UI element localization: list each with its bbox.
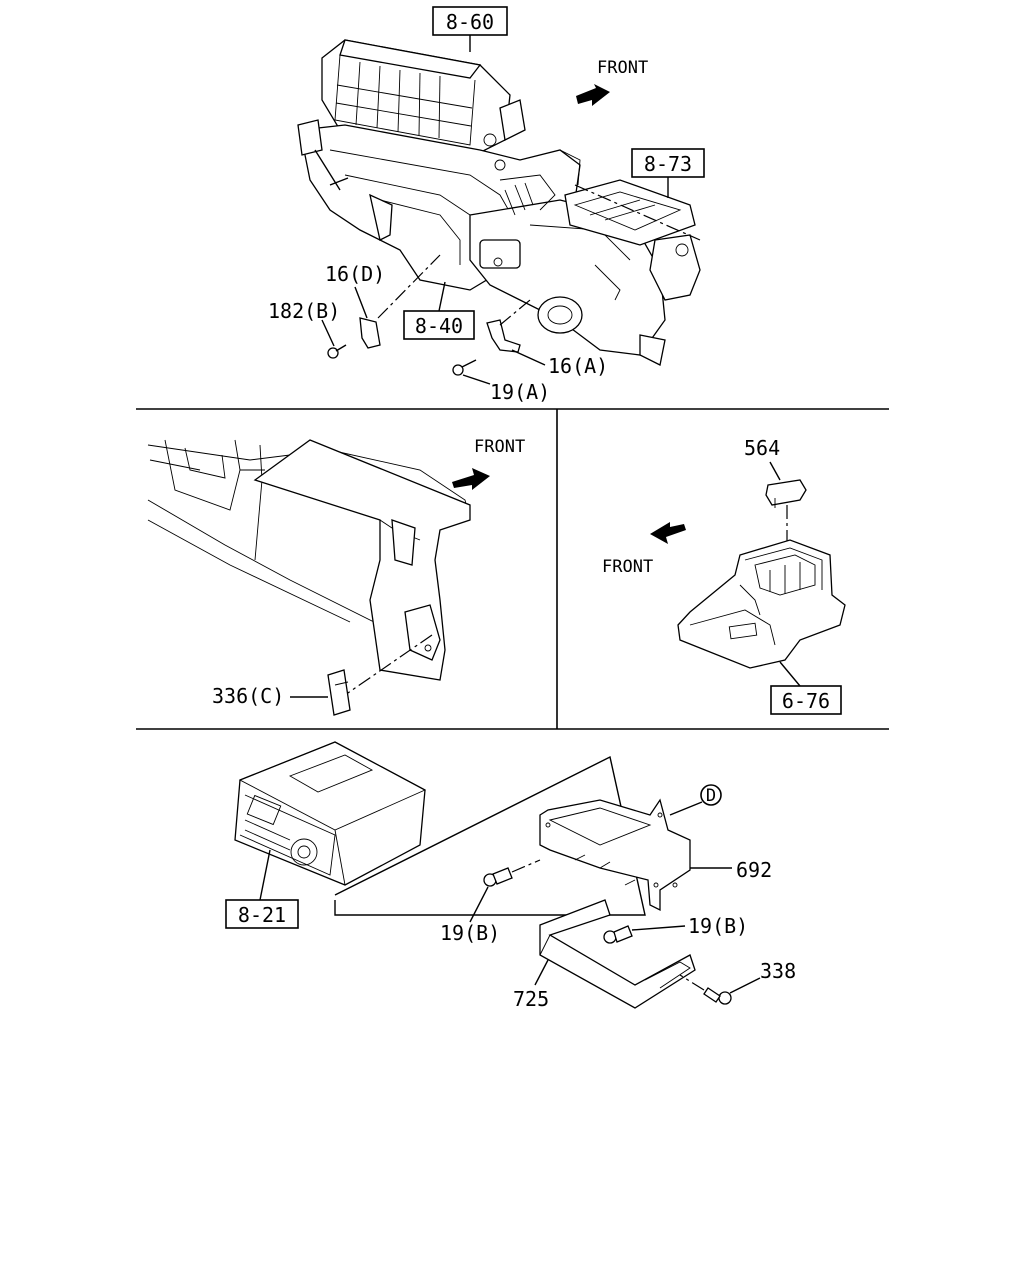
part-label-338: 338 (760, 959, 796, 983)
front-indicator-mid-left: FRONT (452, 437, 525, 490)
callout-16d: 16(D) (325, 262, 385, 319)
ref-label-8-21: 8-21 (238, 903, 286, 927)
part-bracket-336c (327, 669, 351, 716)
callout-16a: 16(A) (511, 349, 608, 378)
assembly-outline (334, 755, 646, 916)
dash-panel-drawing (147, 439, 471, 696)
part-cap-564 (765, 479, 807, 565)
part-label-16a: 16(A) (548, 354, 608, 378)
part-label-circle-d: D (706, 786, 716, 806)
front-arrow-mid-right-icon (650, 522, 686, 544)
screw-19b-right-icon (603, 925, 633, 944)
ref-box-6-76: 6-76 (770, 661, 842, 715)
callout-336c: 336(C) (212, 684, 328, 708)
front-indicator-mid-right: FRONT (602, 522, 686, 577)
ref-box-8-73: 8-73 (631, 148, 705, 198)
screw-19b-left-icon (483, 859, 541, 887)
callout-725: 725 (513, 959, 549, 1011)
front-label-mid-right: FRONT (602, 557, 653, 577)
ref-label-8-40: 8-40 (415, 314, 463, 338)
console-drawing (677, 539, 846, 669)
ref-box-8-60: 8-60 (432, 6, 508, 52)
part-label-336c: 336(C) (212, 684, 284, 708)
screw-182b-icon (327, 344, 347, 359)
tray-725-drawing (539, 899, 696, 1009)
callout-692: 692 (690, 858, 772, 882)
front-arrow-mid-left-icon (452, 468, 490, 490)
front-label-top: FRONT (597, 58, 648, 78)
ref-box-8-21: 8-21 (225, 849, 299, 929)
callout-564: 564 (744, 436, 781, 481)
circle-d-icon (700, 784, 722, 806)
bracket-692-drawing (539, 798, 691, 912)
callout-19a: 19(A) (452, 359, 550, 404)
callout-182b: 182(B) (268, 299, 347, 359)
ref-label-8-60: 8-60 (446, 10, 494, 34)
ref-label-6-76: 6-76 (782, 689, 830, 713)
hvac-assembly-drawing (297, 39, 701, 366)
screw-19a-icon (452, 359, 477, 376)
part-bracket-16d (359, 254, 441, 349)
callout-19b-left: 19(B) (440, 886, 500, 945)
part-label-19a: 19(A) (490, 380, 550, 404)
part-label-182b: 182(B) (268, 299, 340, 323)
part-label-692: 692 (736, 858, 772, 882)
part-label-564: 564 (744, 436, 780, 460)
part-label-16d: 16(D) (325, 262, 385, 286)
part-label-19b-right: 19(B) (688, 914, 748, 938)
front-indicator-top: FRONT (576, 58, 648, 106)
callout-d: D (669, 784, 722, 816)
radio-unit-drawing (234, 741, 427, 886)
part-label-19b-left: 19(B) (440, 921, 500, 945)
ref-label-8-73: 8-73 (644, 152, 692, 176)
screw-338-icon (679, 974, 732, 1005)
callout-19b-right: 19(B) (631, 914, 748, 938)
part-label-725: 725 (513, 987, 549, 1011)
callout-338: 338 (729, 959, 796, 994)
front-label-mid-left: FRONT (474, 437, 525, 457)
front-arrow-top-icon (576, 84, 610, 106)
part-bracket-16a (486, 299, 531, 353)
ref-box-8-40: 8-40 (403, 281, 475, 340)
